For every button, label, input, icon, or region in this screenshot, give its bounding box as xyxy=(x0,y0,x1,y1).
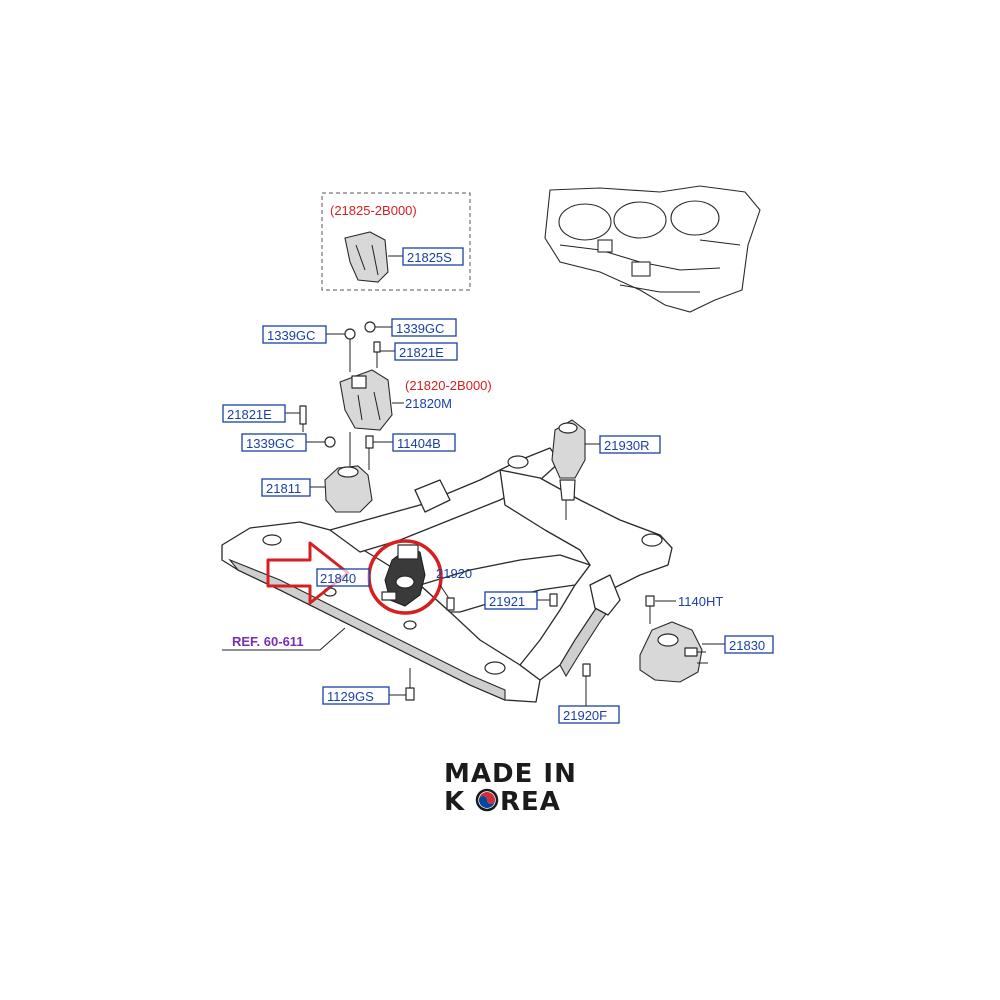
bolt-21920f-illustration xyxy=(582,663,591,706)
mount-ref-code: (21820-2B000) xyxy=(405,378,492,393)
label-1339gc-left[interactable]: 1339GC xyxy=(262,325,327,344)
engine-mount-group: 1339GC 1339GC 21821E (21820-2B000) 21820… xyxy=(222,318,492,513)
svg-text:21830: 21830 xyxy=(729,638,765,653)
made-in-korea-badge: MADE IN K REA xyxy=(444,759,577,817)
label-21830[interactable]: 21830 xyxy=(724,635,774,654)
svg-text:21840: 21840 xyxy=(320,571,356,586)
label-21930r[interactable]: 21930R xyxy=(599,435,661,454)
bracket-21825-illustration xyxy=(344,231,389,283)
label-21825s[interactable]: 21825S xyxy=(402,247,464,266)
mount-21930r-illustration xyxy=(551,419,600,520)
label-1339gc-right[interactable]: 1339GC xyxy=(391,318,457,337)
label-21820m[interactable]: 21820M xyxy=(405,396,452,411)
label-1140ht[interactable]: 1140HT xyxy=(678,594,723,609)
bolt-21921-illustration xyxy=(549,593,558,607)
bolt-1129gs-illustration xyxy=(405,668,415,701)
svg-text:21920F: 21920F xyxy=(563,708,607,723)
svg-text:21825S: 21825S xyxy=(407,250,452,265)
svg-text:1339GC: 1339GC xyxy=(396,321,444,336)
nut-icon xyxy=(324,436,336,448)
svg-text:11404B: 11404B xyxy=(397,436,441,451)
reference-label[interactable]: REF. 60-611 xyxy=(232,634,304,649)
label-21811[interactable]: 21811 xyxy=(261,478,311,497)
label-1339gc-lower[interactable]: 1339GC xyxy=(241,433,307,452)
svg-text:1129GS: 1129GS xyxy=(327,689,374,704)
svg-text:21921: 21921 xyxy=(489,594,525,609)
nut-icon xyxy=(344,328,356,340)
mount-21840-illustration xyxy=(381,544,426,607)
svg-text:1339GC: 1339GC xyxy=(267,328,315,343)
label-21921[interactable]: 21921 xyxy=(484,591,538,610)
bracket-ref-code: (21825-2B000) xyxy=(330,203,417,218)
badge-line2-post: REA xyxy=(500,787,561,817)
subframe-illustration xyxy=(221,447,673,703)
label-21821e-left[interactable]: 21821E xyxy=(222,404,286,423)
svg-text:21821E: 21821E xyxy=(399,345,444,360)
label-21920[interactable]: 21920 xyxy=(436,566,472,581)
highlight-arrow-icon xyxy=(266,541,350,605)
label-21821e-right[interactable]: 21821E xyxy=(394,342,458,361)
engine-block-illustration xyxy=(544,185,761,313)
svg-text:1339GC: 1339GC xyxy=(246,436,294,451)
badge-line2-pre: K xyxy=(444,787,465,817)
svg-text:21821E: 21821E xyxy=(227,407,272,422)
label-21840[interactable]: 21840 xyxy=(316,568,370,587)
korea-flag-icon xyxy=(475,788,499,812)
label-21920f[interactable]: 21920F xyxy=(558,705,620,724)
nut-icon xyxy=(364,321,376,333)
mount-21830-illustration xyxy=(639,621,708,683)
label-1129gs[interactable]: 1129GS xyxy=(322,686,390,705)
svg-text:21811: 21811 xyxy=(266,481,301,496)
svg-text:21930R: 21930R xyxy=(604,438,650,453)
bolt-1140ht-illustration xyxy=(645,595,655,624)
badge-line1: MADE IN xyxy=(444,759,577,789)
label-11404b[interactable]: 11404B xyxy=(392,433,456,452)
bracket-group-box: (21825-2B000) 21825S xyxy=(321,192,471,291)
bolt-21920-illustration xyxy=(439,584,455,611)
